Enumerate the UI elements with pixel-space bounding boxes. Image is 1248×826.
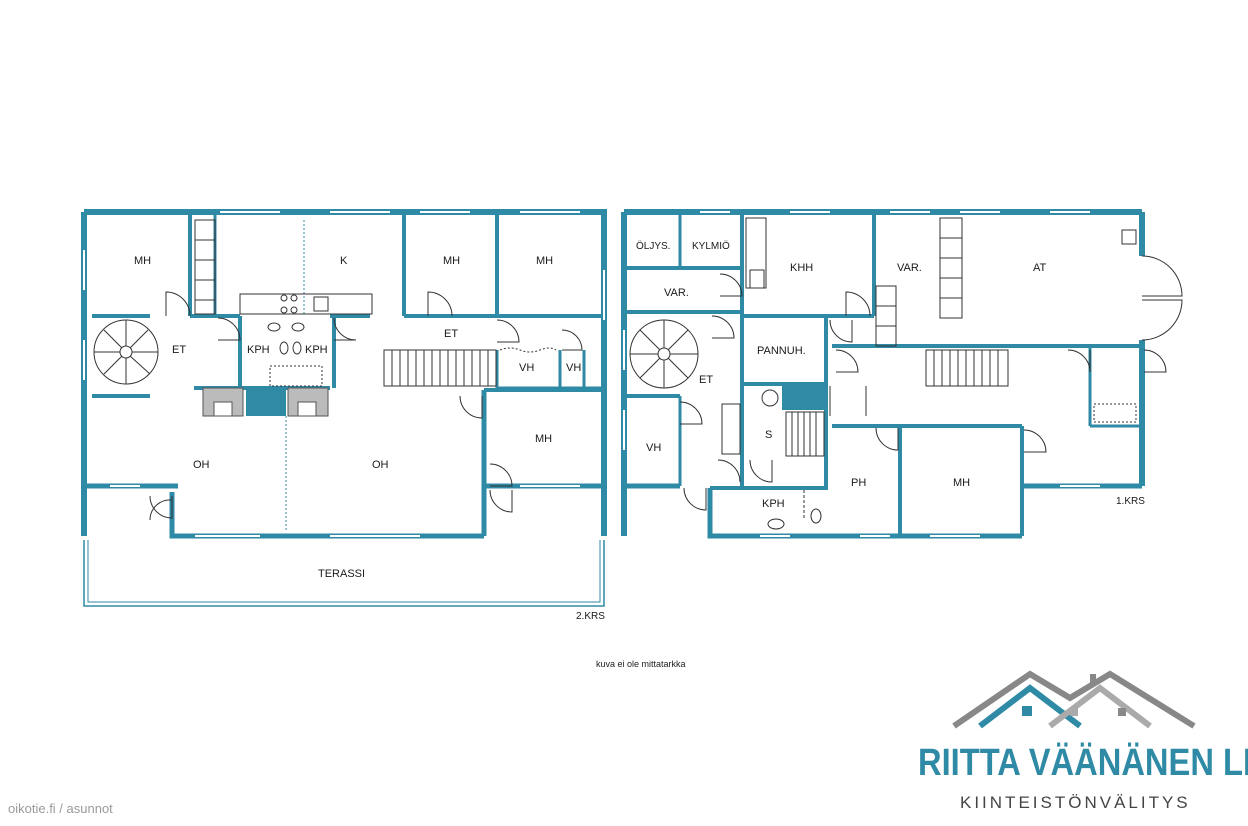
f2-room-kph-2: KPH	[305, 344, 328, 356]
f1-room-khh: KHH	[790, 262, 813, 274]
f2-room-et: ET	[172, 344, 186, 356]
brand-name: RIITTA VÄÄNÄNEN LKV	[918, 742, 1248, 784]
f2-room-terassi: TERASSI	[318, 568, 365, 580]
f1-room-s: S	[765, 429, 772, 441]
brand-tagline: KIINTEISTÖNVÄLITYS	[960, 793, 1191, 812]
f1-room-mh: MH	[953, 477, 970, 489]
f1-room-kylmio: KYLMIÖ	[692, 240, 730, 252]
f2-room-oh-2: OH	[372, 459, 389, 471]
f2-room-mh-4: MH	[535, 433, 552, 445]
f1-room-oljys: ÖLJYS.	[636, 240, 670, 252]
f1-room-et: ET	[699, 374, 713, 386]
f2-room-mh-3: MH	[536, 255, 553, 267]
floor-2-plan	[81, 209, 607, 607]
f1-room-at: AT	[1033, 262, 1047, 274]
watermark: oikotie.fi / asunnot	[8, 801, 113, 816]
f2-room-mh-1: MH	[134, 255, 151, 267]
floor-1-plan	[621, 209, 1183, 539]
f1-room-var-1: VAR.	[664, 287, 689, 299]
scale-note: kuva ei ole mittatarkka	[596, 659, 686, 669]
house-logo-icon	[952, 670, 1196, 729]
f1-floor-label: 1.KRS	[1116, 496, 1145, 507]
f1-room-pannuh: PANNUH.	[757, 345, 806, 357]
f2-room-mh-2: MH	[443, 255, 460, 267]
f2-room-k: K	[340, 255, 348, 267]
f1-room-ph: PH	[851, 477, 866, 489]
f1-room-var-2: VAR.	[897, 262, 922, 274]
f1-room-vh: VH	[646, 442, 661, 454]
f1-room-kph: KPH	[762, 498, 785, 510]
f2-room-vh-2: VH	[566, 362, 581, 374]
f2-floor-label: 2.KRS	[576, 611, 605, 622]
f2-room-kph-1: KPH	[247, 344, 270, 356]
f2-room-et-2: ET	[444, 328, 458, 340]
f2-room-oh-1: OH	[193, 459, 210, 471]
f2-room-vh-1: VH	[519, 362, 534, 374]
